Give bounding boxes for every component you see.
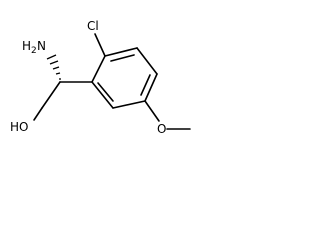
ring-bond-c5-c6 xyxy=(112,100,146,109)
amine-subscript-label: 2 xyxy=(31,46,37,56)
hashed-wedge-bond xyxy=(46,54,61,80)
ring-bond-c1-c2 xyxy=(91,55,106,83)
amine-h-label: H xyxy=(22,39,31,53)
ring-double-bond-inner-3 xyxy=(97,82,114,102)
bond-ch2-to-oh xyxy=(33,107,43,121)
ring-bond-c6-c1 xyxy=(91,81,114,109)
bond-ring-to-methoxy-o xyxy=(144,100,160,122)
methoxy-oxygen-label: O xyxy=(157,122,166,136)
bond-ring-to-chloro xyxy=(94,33,106,57)
ring-bond-c2-c3 xyxy=(104,47,138,57)
benzene-ring xyxy=(91,47,158,109)
molecule-structure: H 2 N Cl HO O xyxy=(10,19,191,136)
ring-double-bond-inner-1 xyxy=(110,54,135,62)
chloro-label: Cl xyxy=(87,19,99,33)
bond-chiral-to-ch2 xyxy=(41,81,61,109)
ring-double-bond-inner-2 xyxy=(140,74,151,96)
ring-bond-c4-c5 xyxy=(144,73,158,102)
amine-n-label: N xyxy=(37,39,46,53)
hydroxyl-label: HO xyxy=(10,120,28,134)
ring-bond-c3-c4 xyxy=(136,47,158,75)
